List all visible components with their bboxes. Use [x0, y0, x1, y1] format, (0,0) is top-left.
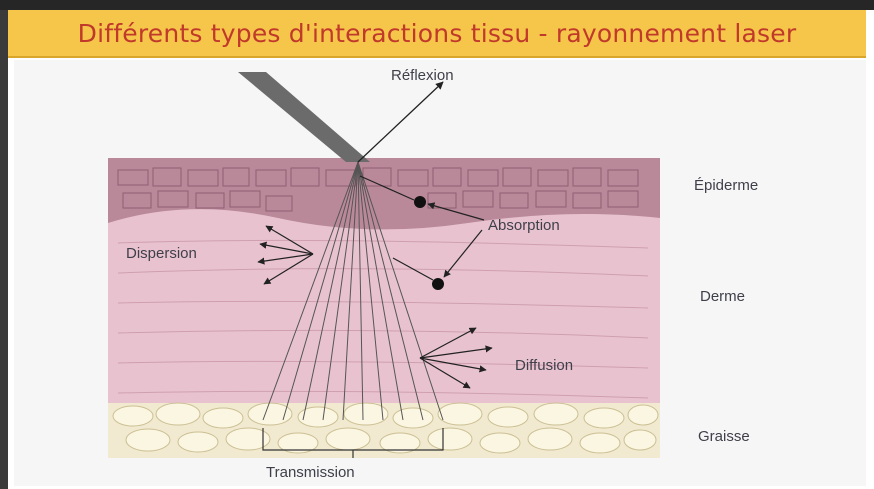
absorption-dot-lower — [432, 278, 444, 290]
label-reflection: Réflexion — [391, 67, 454, 84]
absorption-dot-upper — [414, 196, 426, 208]
top-border — [0, 0, 874, 10]
laser-tissue-diagram: Réflexion Absorption Dispersion Diffusio… — [8, 58, 874, 489]
left-frame — [0, 10, 8, 489]
slide-title: Différents types d'interactions tissu - … — [78, 19, 797, 48]
label-absorption: Absorption — [488, 217, 560, 234]
title-banner: Différents types d'interactions tissu - … — [8, 10, 866, 58]
label-dispersion: Dispersion — [126, 245, 197, 262]
label-transmission: Transmission — [266, 464, 355, 481]
label-epidermis: Épiderme — [694, 177, 758, 194]
label-diffusion: Diffusion — [515, 357, 573, 374]
label-dermis: Derme — [700, 288, 745, 305]
label-fat: Graisse — [698, 428, 750, 445]
